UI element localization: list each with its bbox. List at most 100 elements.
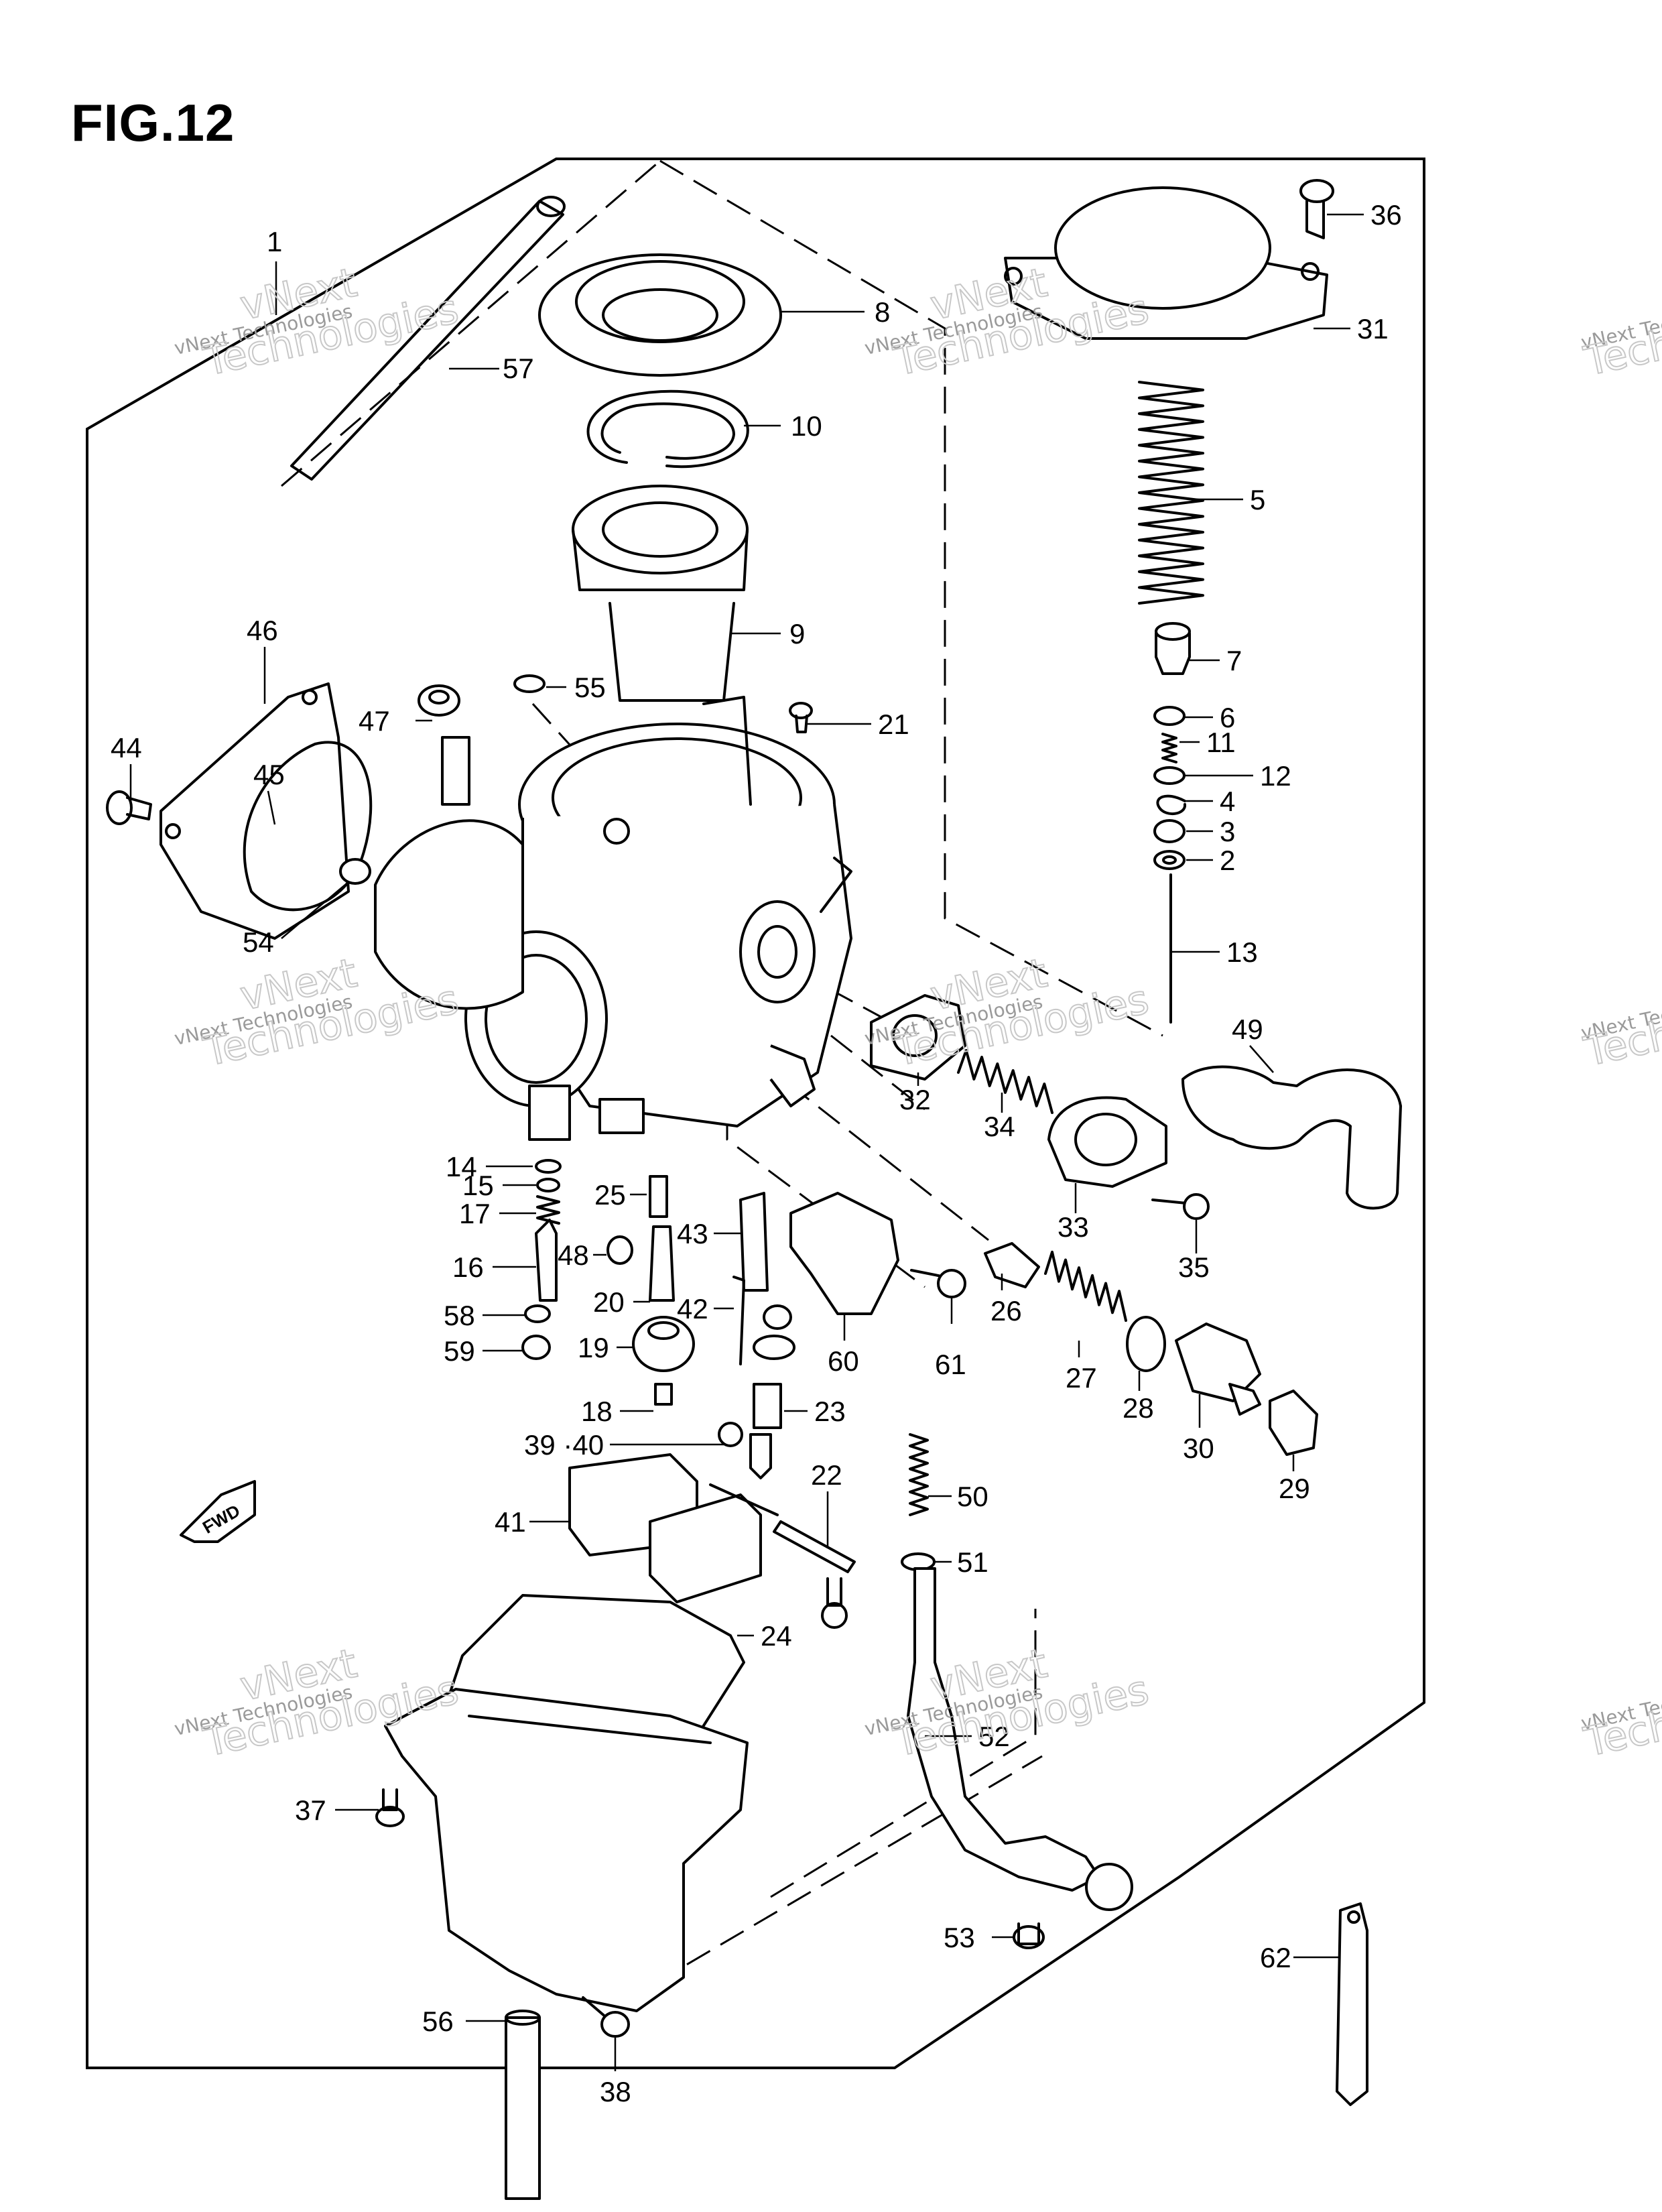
- part-36-screw: [1299, 179, 1334, 239]
- callout-59: 59: [444, 1335, 475, 1367]
- part-11-spring: [1161, 733, 1177, 763]
- figure-title: FIG.12: [71, 93, 235, 152]
- part-38-screw: [582, 1996, 630, 2038]
- callout-17: 17: [459, 1198, 491, 1229]
- part-57-tube: [290, 196, 566, 481]
- callout-19: 19: [578, 1332, 609, 1363]
- callout-10: 10: [791, 410, 822, 442]
- callout-42: 42: [677, 1293, 708, 1325]
- callout-4: 4: [1220, 786, 1235, 817]
- part-14-washer: [535, 1159, 562, 1174]
- part-7-needle-holder: [1155, 622, 1191, 675]
- callout-56: 56: [422, 2006, 454, 2037]
- part-25-jet: [649, 1175, 668, 1218]
- callout-61: 61: [935, 1349, 966, 1380]
- callout-53: 53: [944, 1922, 975, 1953]
- callout-1: 1: [267, 226, 282, 257]
- callout-36: 36: [1370, 199, 1402, 231]
- part-44-screw: [106, 790, 152, 825]
- watermark-9: vNext Technologies Technologies: [1579, 1666, 1662, 1767]
- part-60-bracket: [789, 1192, 899, 1315]
- callout-29: 29: [1279, 1473, 1310, 1504]
- callout-47: 47: [359, 705, 390, 737]
- callout-52: 52: [978, 1721, 1010, 1752]
- callout-14: 14: [446, 1151, 477, 1182]
- part-52-idle-rod: [907, 1567, 1133, 1911]
- callout-26: 26: [990, 1295, 1022, 1327]
- callout-57: 57: [503, 353, 534, 384]
- part-29-cap: [1269, 1390, 1318, 1456]
- callout-60: 60: [828, 1345, 859, 1377]
- callout-31: 31: [1357, 313, 1389, 345]
- callout-38: 38: [600, 2076, 631, 2107]
- part-55-o-ring: [513, 674, 546, 693]
- part-33-cover: [1047, 1096, 1167, 1188]
- part-2-washer: [1153, 850, 1186, 870]
- diagram-frame: [86, 158, 1425, 2069]
- part-41-float: [568, 1453, 779, 1603]
- part-34-spring: [957, 1049, 1053, 1114]
- callout-12: 12: [1260, 760, 1291, 792]
- watermark-7: vNext Technologies Technologies: [1579, 285, 1662, 386]
- callout-2: 2: [1220, 845, 1235, 876]
- callout-44: 44: [111, 732, 142, 763]
- callout-11: 11: [1206, 727, 1236, 758]
- part-61-screw: [910, 1269, 966, 1298]
- part-58-washer: [524, 1304, 551, 1323]
- part-4-clip: [1156, 794, 1186, 815]
- part-54-fitting: [339, 858, 371, 885]
- callout-27: 27: [1066, 1362, 1097, 1394]
- callout-35: 35: [1178, 1251, 1210, 1283]
- leader-lines: [129, 213, 1364, 2071]
- part-9-piston-slide: [572, 485, 749, 702]
- part-21-screw: [789, 702, 813, 733]
- part-22-pin: [773, 1520, 856, 1573]
- part-45-o-ring: [243, 741, 373, 912]
- callout-54: 54: [243, 926, 274, 958]
- part-39-40-screw: [718, 1422, 743, 1447]
- part-20-emulsion-tube: [649, 1225, 675, 1302]
- part-49-hose: [1181, 1065, 1402, 1210]
- part-16-screw: [535, 1219, 558, 1302]
- part-50-spring: [909, 1433, 929, 1516]
- callout-51: 51: [957, 1546, 988, 1578]
- callout-25: 25: [594, 1179, 626, 1211]
- callout-28: 28: [1123, 1392, 1154, 1424]
- part-30-fitting: [1175, 1323, 1261, 1416]
- part-28-o-ring: [1126, 1316, 1166, 1372]
- callout-16: 16: [452, 1251, 484, 1283]
- callout-13: 13: [1226, 936, 1258, 968]
- part-42-needle: [732, 1276, 745, 1365]
- part-23-valve: [749, 1304, 795, 1479]
- callout-33: 33: [1058, 1211, 1089, 1243]
- callout-24: 24: [761, 1620, 792, 1652]
- callout-37: 37: [295, 1794, 326, 1826]
- callout-48: 48: [558, 1239, 589, 1271]
- part-62-strap: [1336, 1902, 1368, 2106]
- watermark-3: vNext vNext Technologies Technologies: [172, 949, 463, 1077]
- callout-18: 18: [581, 1396, 613, 1427]
- part-10-ring: [586, 389, 749, 469]
- part-56-hose: [505, 2010, 541, 2200]
- callout-5: 5: [1250, 484, 1265, 515]
- part-6-washer: [1153, 706, 1186, 726]
- callout-labels: 1 57 8 10 9 55 21 36 31 5 7 6 11 12 4 3 …: [111, 199, 1402, 2107]
- part-31-top-cap: [1004, 186, 1328, 340]
- part-5-spring: [1138, 381, 1204, 605]
- callout-21: 21: [878, 709, 909, 740]
- callout-49: 49: [1232, 1013, 1263, 1045]
- part-37-screw: [375, 1788, 405, 1827]
- part-26-plunger: [984, 1242, 1040, 1288]
- part-46-cover-plate: [159, 682, 350, 940]
- float-bowl: [384, 1688, 749, 2012]
- part-27-spring: [1044, 1250, 1127, 1322]
- callout-55: 55: [574, 672, 606, 703]
- fwd-arrow-icon: FWD: [180, 1480, 256, 1543]
- part-18-jet: [654, 1383, 673, 1406]
- callout-22: 22: [811, 1459, 842, 1491]
- callout-3: 3: [1220, 816, 1235, 847]
- callout-39-40: 39 ·40: [524, 1429, 604, 1461]
- part-47-nut: [418, 684, 460, 717]
- callout-7: 7: [1226, 645, 1242, 676]
